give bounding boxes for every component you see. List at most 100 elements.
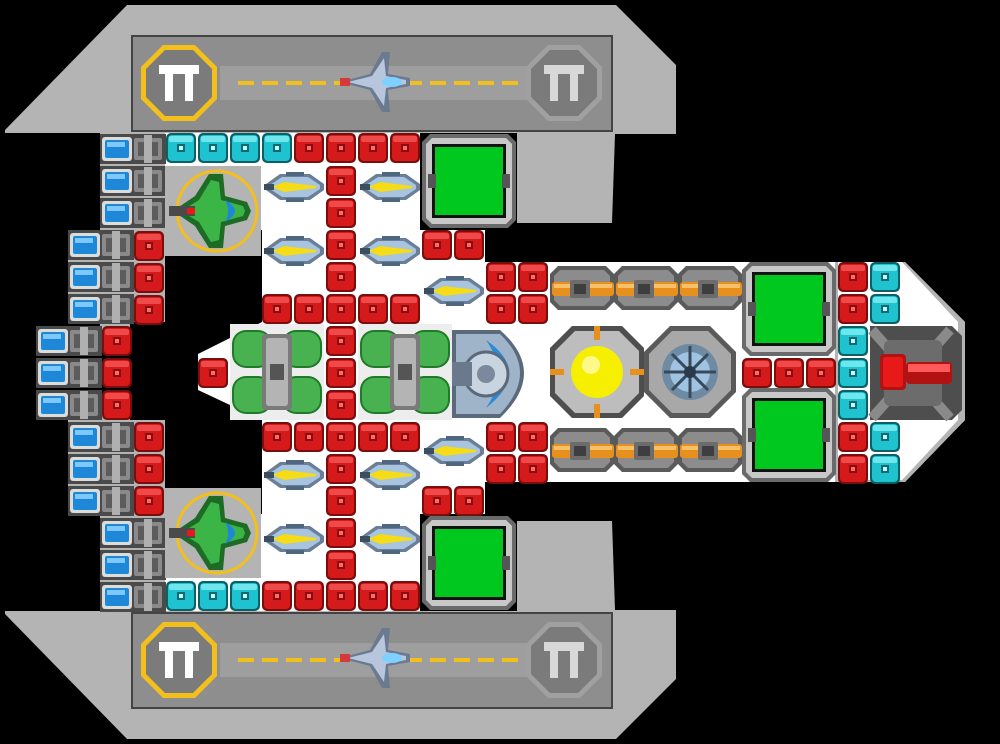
thruster-icon[interactable] bbox=[100, 582, 166, 612]
red-cube-icon[interactable] bbox=[518, 422, 548, 452]
red-cube-icon[interactable] bbox=[326, 390, 356, 420]
hangar-bottom[interactable] bbox=[131, 612, 613, 709]
red-cube-icon[interactable] bbox=[262, 422, 292, 452]
red-cube-icon[interactable] bbox=[518, 454, 548, 484]
cyan-cube-icon[interactable] bbox=[838, 358, 868, 388]
red-cube-icon[interactable] bbox=[262, 581, 292, 611]
red-cube-icon[interactable] bbox=[326, 198, 356, 228]
thruster-icon[interactable] bbox=[100, 134, 166, 164]
cyan-cube-icon[interactable] bbox=[230, 581, 260, 611]
hangar-top[interactable] bbox=[131, 35, 613, 132]
red-cube-icon[interactable] bbox=[326, 133, 356, 163]
red-cube-icon[interactable] bbox=[326, 262, 356, 292]
thruster-icon[interactable] bbox=[36, 358, 102, 388]
cannon-icon[interactable] bbox=[678, 428, 742, 472]
red-cube-icon[interactable] bbox=[518, 294, 548, 324]
cyan-cube-icon[interactable] bbox=[230, 133, 260, 163]
cyan-cube-icon[interactable] bbox=[870, 422, 900, 452]
red-cube-icon[interactable] bbox=[294, 581, 324, 611]
cyan-cube-icon[interactable] bbox=[838, 326, 868, 356]
thruster-icon[interactable] bbox=[68, 454, 134, 484]
radar-icon[interactable] bbox=[644, 326, 736, 418]
red-cube-icon[interactable] bbox=[326, 326, 356, 356]
red-cube-icon[interactable] bbox=[134, 295, 164, 325]
red-cube-icon[interactable] bbox=[454, 486, 484, 516]
red-cube-icon[interactable] bbox=[102, 358, 132, 388]
red-cube-icon[interactable] bbox=[326, 454, 356, 484]
green-storage-icon[interactable] bbox=[422, 516, 516, 610]
red-cube-icon[interactable] bbox=[454, 230, 484, 260]
thruster-icon[interactable] bbox=[100, 166, 166, 196]
red-cube-icon[interactable] bbox=[134, 231, 164, 261]
red-cube-icon[interactable] bbox=[102, 390, 132, 420]
thruster-icon[interactable] bbox=[68, 262, 134, 292]
red-cube-icon[interactable] bbox=[422, 230, 452, 260]
cyan-cube-icon[interactable] bbox=[198, 581, 228, 611]
thruster-icon[interactable] bbox=[100, 198, 166, 228]
red-cube-icon[interactable] bbox=[838, 262, 868, 292]
red-cube-icon[interactable] bbox=[806, 358, 836, 388]
thruster-icon[interactable] bbox=[68, 294, 134, 324]
red-cube-icon[interactable] bbox=[326, 166, 356, 196]
red-cube-icon[interactable] bbox=[326, 230, 356, 260]
red-cube-icon[interactable] bbox=[326, 581, 356, 611]
red-cube-icon[interactable] bbox=[198, 358, 228, 388]
red-cube-icon[interactable] bbox=[518, 262, 548, 292]
cyan-cube-icon[interactable] bbox=[166, 581, 196, 611]
red-cube-icon[interactable] bbox=[294, 422, 324, 452]
red-cube-icon[interactable] bbox=[294, 133, 324, 163]
red-cube-icon[interactable] bbox=[838, 422, 868, 452]
cyan-cube-icon[interactable] bbox=[166, 133, 196, 163]
red-cube-icon[interactable] bbox=[486, 294, 516, 324]
red-cube-icon[interactable] bbox=[486, 262, 516, 292]
cannon-icon[interactable] bbox=[614, 266, 678, 310]
cyan-cube-icon[interactable] bbox=[838, 390, 868, 420]
red-cube-icon[interactable] bbox=[838, 454, 868, 484]
cyan-cube-icon[interactable] bbox=[262, 133, 292, 163]
fuel-tank-icon[interactable] bbox=[358, 324, 452, 420]
red-cube-icon[interactable] bbox=[294, 294, 324, 324]
cyan-cube-icon[interactable] bbox=[870, 454, 900, 484]
green-fighter-icon[interactable] bbox=[163, 486, 263, 580]
red-cube-icon[interactable] bbox=[326, 550, 356, 580]
red-cube-icon[interactable] bbox=[838, 294, 868, 324]
red-cube-icon[interactable] bbox=[390, 581, 420, 611]
red-cube-icon[interactable] bbox=[326, 294, 356, 324]
red-cube-icon[interactable] bbox=[134, 486, 164, 516]
red-cube-icon[interactable] bbox=[326, 422, 356, 452]
cyan-cube-icon[interactable] bbox=[198, 133, 228, 163]
red-cube-icon[interactable] bbox=[774, 358, 804, 388]
red-cube-icon[interactable] bbox=[326, 358, 356, 388]
red-turret-icon[interactable] bbox=[868, 326, 962, 422]
green-fighter-icon[interactable] bbox=[163, 164, 263, 258]
reactor-core-icon[interactable] bbox=[550, 326, 644, 418]
red-cube-icon[interactable] bbox=[742, 358, 772, 388]
red-cube-icon[interactable] bbox=[134, 263, 164, 293]
green-storage-icon[interactable] bbox=[422, 134, 516, 228]
red-cube-icon[interactable] bbox=[422, 486, 452, 516]
red-cube-icon[interactable] bbox=[134, 454, 164, 484]
red-cube-icon[interactable] bbox=[358, 581, 388, 611]
thruster-icon[interactable] bbox=[68, 486, 134, 516]
red-cube-icon[interactable] bbox=[486, 422, 516, 452]
thruster-icon[interactable] bbox=[100, 550, 166, 580]
red-cube-icon[interactable] bbox=[358, 422, 388, 452]
red-cube-icon[interactable] bbox=[390, 133, 420, 163]
thruster-icon[interactable] bbox=[36, 390, 102, 420]
green-storage-icon[interactable] bbox=[742, 262, 836, 356]
red-cube-icon[interactable] bbox=[486, 454, 516, 484]
red-cube-icon[interactable] bbox=[358, 133, 388, 163]
red-cube-icon[interactable] bbox=[326, 486, 356, 516]
cannon-icon[interactable] bbox=[678, 266, 742, 310]
cannon-icon[interactable] bbox=[550, 266, 614, 310]
cannon-icon[interactable] bbox=[614, 428, 678, 472]
cyan-cube-icon[interactable] bbox=[870, 294, 900, 324]
cannon-icon[interactable] bbox=[550, 428, 614, 472]
red-cube-icon[interactable] bbox=[102, 326, 132, 356]
red-cube-icon[interactable] bbox=[134, 422, 164, 452]
red-cube-icon[interactable] bbox=[262, 294, 292, 324]
fuel-tank-icon[interactable] bbox=[230, 324, 324, 420]
thruster-icon[interactable] bbox=[100, 518, 166, 548]
red-cube-icon[interactable] bbox=[390, 294, 420, 324]
green-storage-icon[interactable] bbox=[742, 388, 836, 482]
